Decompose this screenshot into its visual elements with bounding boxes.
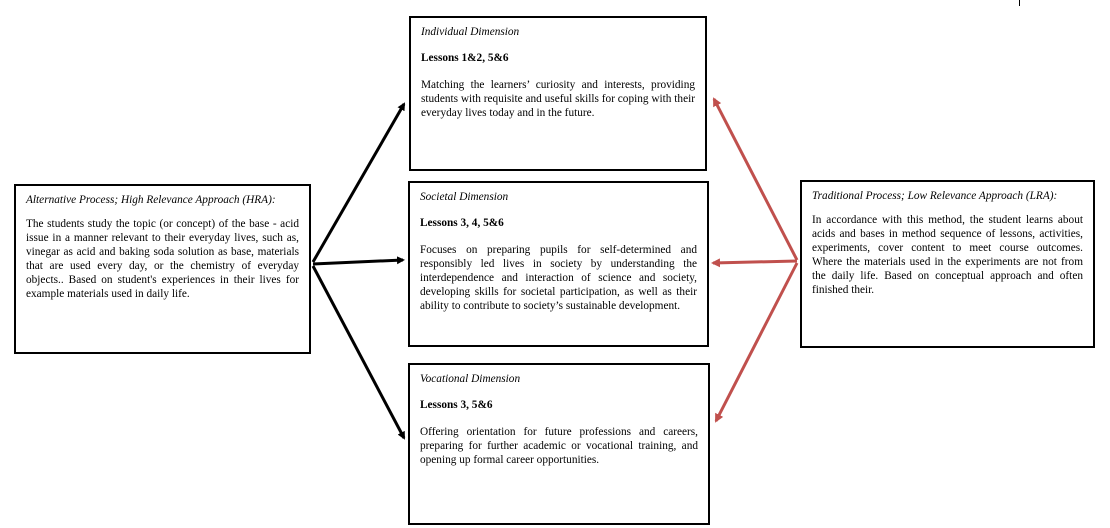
hra-to-vocational-arrow <box>311 265 406 440</box>
hra-process-title: Alternative Process; High Relevance Appr… <box>26 194 276 206</box>
vocational-dimension-text: Offering orientation for future professi… <box>420 426 698 466</box>
societal-dimension-title: Societal Dimension <box>420 191 509 203</box>
hra-to-individual-arrow <box>311 102 406 263</box>
hra-process-box: Alternative Process; High Relevance Appr… <box>14 184 311 354</box>
societal-dimension-box: Societal Dimension Lessons 3, 4, 5&6 Foc… <box>408 181 709 347</box>
hra-process-text: The students study the topic (or concept… <box>26 218 299 300</box>
lra-to-vocational-arrow <box>714 262 799 423</box>
hra-to-societal-arrow <box>312 256 405 266</box>
individual-dimension-lessons: Lessons 1&2, 5&6 <box>421 52 509 64</box>
vocational-dimension-lessons: Lessons 3, 5&6 <box>420 399 493 411</box>
societal-dimension-text: Focuses on preparing pupils for self-det… <box>420 244 697 312</box>
lra-process-box: Traditional Process; Low Relevance Appro… <box>800 180 1095 348</box>
page-corner-mark <box>1019 0 1020 6</box>
individual-dimension-text: Matching the learners’ curiosity and int… <box>421 79 695 119</box>
vocational-dimension-title: Vocational Dimension <box>420 373 521 385</box>
individual-dimension-title: Individual Dimension <box>421 26 520 38</box>
individual-dimension-box: Individual Dimension Lessons 1&2, 5&6 Ma… <box>409 16 707 171</box>
lra-process-text: In accordance with this method, the stud… <box>812 214 1083 296</box>
societal-dimension-lessons: Lessons 3, 4, 5&6 <box>420 217 504 229</box>
lra-to-individual-arrow <box>712 97 799 261</box>
lra-to-societal-arrow <box>711 258 798 268</box>
vocational-dimension-box: Vocational Dimension Lessons 3, 5&6 Offe… <box>408 363 710 525</box>
lra-process-title: Traditional Process; Low Relevance Appro… <box>812 190 1058 202</box>
